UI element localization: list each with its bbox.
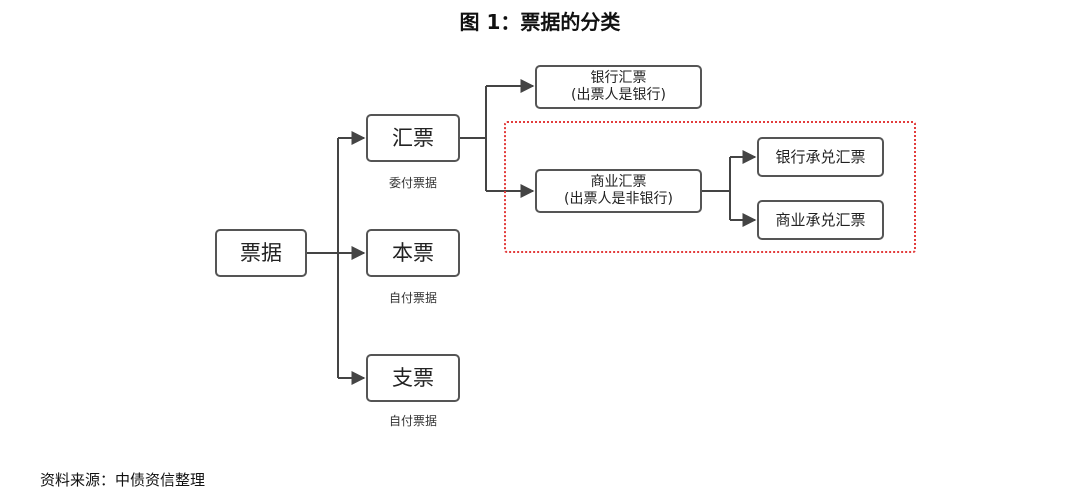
node-cheque-label: 支票 bbox=[392, 365, 434, 390]
caption-promissory: 自付票据 bbox=[388, 291, 437, 305]
node-commercial-acceptance: 商业承兑汇票 bbox=[757, 200, 884, 240]
source-note: 资料来源：中债资信整理 bbox=[40, 471, 206, 489]
node-bank-draft-line1: 银行汇票 bbox=[590, 69, 647, 86]
node-draft-label: 汇票 bbox=[392, 125, 434, 150]
caption-cheque: 自付票据 bbox=[388, 414, 437, 428]
node-cheque: 支票 bbox=[366, 354, 460, 402]
node-promissory-label: 本票 bbox=[392, 240, 434, 265]
node-bank-acceptance: 银行承兑汇票 bbox=[757, 137, 884, 177]
caption-draft: 委付票据 bbox=[388, 176, 437, 190]
node-commercial-draft-line1: 商业汇票 bbox=[590, 173, 647, 190]
node-root: 票据 bbox=[215, 229, 307, 277]
node-bank-acceptance-label: 银行承兑汇票 bbox=[775, 147, 866, 166]
node-commercial-draft-line2: (出票人是非银行) bbox=[564, 191, 673, 207]
node-bank-draft-line2: (出票人是银行) bbox=[571, 87, 666, 103]
node-commercial-draft: 商业汇票 (出票人是非银行) bbox=[535, 169, 702, 213]
figure-title: 图 1：票据的分类 bbox=[459, 10, 621, 34]
node-bank-draft: 银行汇票 (出票人是银行) bbox=[535, 65, 702, 109]
node-draft: 汇票 bbox=[366, 114, 460, 162]
commercial-draft-highlight-box bbox=[504, 121, 916, 253]
node-promissory: 本票 bbox=[366, 229, 460, 277]
node-root-label: 票据 bbox=[240, 240, 282, 265]
node-commercial-acceptance-label: 商业承兑汇票 bbox=[775, 210, 866, 229]
